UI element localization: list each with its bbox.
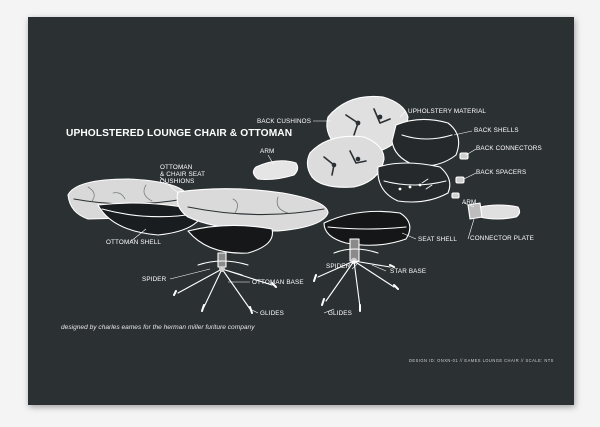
seat-cushion (176, 188, 329, 232)
label-glides-left: GLIDES (260, 310, 284, 317)
leader-arm-right (463, 202, 475, 208)
leader-glides-right (323, 308, 335, 314)
leader-glides-left (249, 308, 259, 314)
arm-right (479, 204, 521, 220)
label-back-shells: BACK SHELLS (474, 127, 519, 134)
label-ottoman-shell: OTTOMAN SHELL (106, 239, 162, 246)
chair-base (313, 238, 399, 312)
seat-shell (323, 210, 411, 246)
ottoman-base (173, 224, 277, 314)
leader-upholstery (399, 110, 407, 118)
label-connector-plate: CONNECTOR PLATE (470, 235, 534, 242)
design-id-footer: DESIGN ID: ONXN-01 // EAMES LOUNGE CHAIR… (409, 358, 554, 363)
leader-seat-shell (401, 232, 417, 240)
designer-caption: designed by charles eames for the herman… (61, 324, 255, 331)
label-ottoman-base: OTTOMAN BASE (252, 279, 304, 286)
leader-back-shells (453, 130, 473, 136)
label-upholstery-material: UPHOLSTERY MATERIAL (408, 108, 487, 115)
label-star-base: STAR BASE (390, 268, 427, 275)
leader-spider-right (351, 262, 359, 270)
leader-back-connectors (465, 148, 477, 156)
label-spider-left: SPIDER (142, 276, 167, 283)
exploded-chair-illustration (67, 95, 521, 314)
leader-back-spacers (463, 172, 477, 180)
poster-title: UPHOLSTERED LOUNGE CHAIR & OTTOMAN (66, 128, 293, 139)
label-ottoman-line-2: & CHAIR SEAT (160, 171, 206, 178)
label-seat-shell: SEAT SHELL (418, 236, 458, 243)
back-cushion-middle (306, 135, 385, 188)
leader-ottoman-shell (129, 228, 147, 243)
label-glides-right: GLIDES (328, 310, 352, 317)
leader-spider-left (169, 268, 211, 280)
connector-plate (467, 202, 483, 220)
leader-ottoman-cushions (159, 176, 179, 194)
label-arm-left: ARM (260, 148, 275, 155)
label-ottoman-line-1: OTTOMAN (160, 164, 193, 171)
label-ottoman-chair-cushions: OTTOMAN & CHAIR SEAT CUSHIONS (160, 164, 205, 185)
leader-connector-plate (467, 218, 475, 240)
leader-star-base (371, 264, 387, 272)
leader-arm-left (267, 154, 275, 166)
back-shells (377, 118, 469, 203)
label-back-cushions: BACK CUSHINOS (257, 118, 312, 125)
label-ottoman-line-3: CUSHIONS (160, 178, 195, 185)
label-arm-right: ARM (462, 199, 477, 206)
label-spider-right: SPIDER (326, 263, 351, 270)
arm-left (252, 160, 299, 181)
blueprint-poster: UPHOLSTERED LOUNGE CHAIR & OTTOMAN BACK … (28, 17, 574, 405)
label-back-connectors: BACK CONNECTORS (476, 145, 542, 152)
label-back-spacers: BACK SPACERS (476, 169, 527, 176)
